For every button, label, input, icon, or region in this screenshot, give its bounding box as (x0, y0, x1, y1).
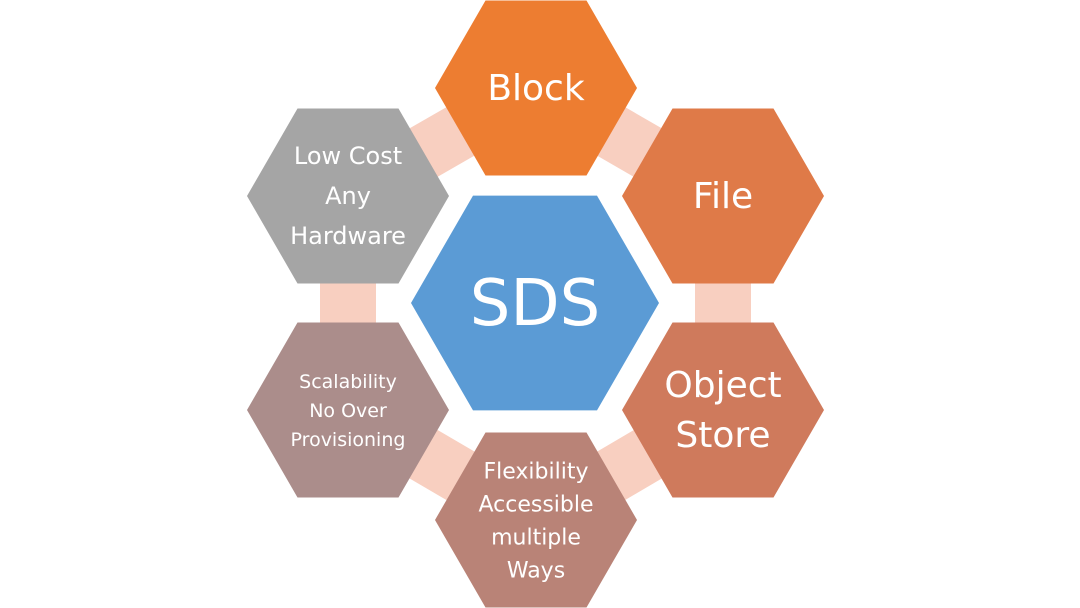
hex-object-store-label-line: Store (675, 415, 770, 456)
hex-flexibility-label-line: Accessible (478, 493, 593, 518)
hex-low-cost-label-line: Hardware (290, 222, 406, 250)
hexagons: BlockFileObjectStoreFlexibilityAccessibl… (247, 0, 824, 608)
hex-object-store-shape (622, 322, 824, 498)
hex-low-cost-shape (247, 108, 449, 284)
hex-flexibility-shape (435, 432, 637, 608)
hex-center-shape (411, 195, 659, 411)
hex-block-shape (435, 0, 637, 176)
hex-scalability-shape (247, 322, 449, 498)
hex-object-store-label-line: Object (664, 365, 781, 406)
hex-block-label-line: Block (487, 68, 585, 109)
hex-low-cost-label-line: Any (325, 182, 371, 210)
hex-file-shape (622, 108, 824, 284)
hex-center-label: SDS (470, 267, 601, 341)
hex-block: Block (435, 0, 637, 176)
hex-center-sds: SDS (411, 195, 659, 411)
hex-flexibility-label-line: Ways (507, 559, 565, 584)
hex-flexibility-label-line: multiple (491, 526, 581, 551)
hex-file: File (622, 108, 824, 284)
hex-scalability-label-line: No Over (309, 400, 387, 422)
hex-scalability-label-line: Scalability (299, 371, 397, 393)
hex-file-label-line: File (693, 176, 753, 217)
hex-low-cost-label-line: Low Cost (294, 142, 402, 170)
hex-flexibility-label-line: Flexibility (484, 460, 589, 485)
hex-scalability-label-line: Provisioning (291, 429, 406, 451)
